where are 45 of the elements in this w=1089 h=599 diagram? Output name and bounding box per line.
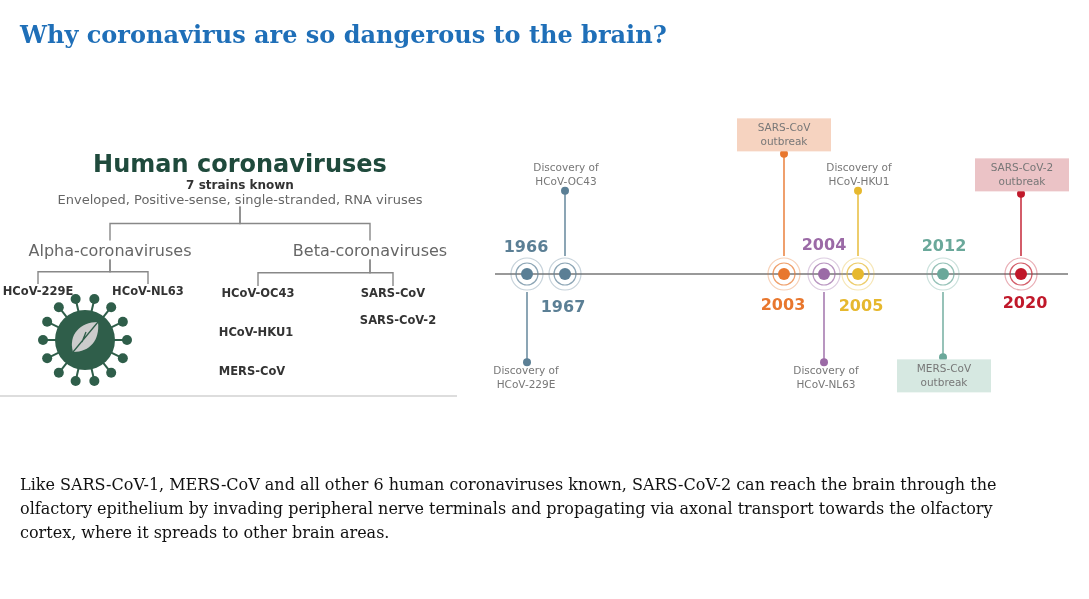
description-text: Enveloped, Positive-sense, single-stranded, RNA viruses bbox=[57, 191, 423, 207]
timeline-marker bbox=[547, 256, 583, 292]
timeline-marker bbox=[509, 256, 545, 292]
strain-label: SARS-CoV-2 bbox=[359, 313, 437, 327]
event-box: SARS-CoV-2 outbreak bbox=[975, 158, 1069, 192]
tree-connector bbox=[369, 258, 394, 287]
leader-line bbox=[561, 186, 569, 257]
timeline-marker bbox=[925, 256, 961, 292]
diagram-heading: Human coronaviruses bbox=[92, 149, 388, 178]
leader-line bbox=[820, 291, 828, 367]
leader-line bbox=[780, 149, 788, 257]
slide-title: Why coronavirus are so dangerous to the brain? bbox=[20, 20, 667, 49]
tree-connector bbox=[239, 205, 371, 242]
tree-connector bbox=[109, 258, 149, 285]
timeline-marker bbox=[1003, 256, 1039, 292]
timeline-marker bbox=[766, 256, 802, 292]
caption-text: Like SARS-CoV-1, MERS-CoV and all other 6 human coronaviruses known, SARS-CoV-2 can reach the brain through the olfactory epithelium by invading peripheral nerve terminals and propagating via axonal transport towards the olfactory cortex, where it spreads to other brain areas. bbox=[20, 474, 998, 544]
leader-line bbox=[523, 291, 531, 367]
year-label: 2005 bbox=[838, 295, 884, 315]
event-label: Discovery of HCoV-NL63 bbox=[786, 364, 866, 392]
subheading: 7 strains known bbox=[185, 177, 295, 192]
leader-line bbox=[854, 186, 862, 257]
strain-label: HCoV-NL63 bbox=[112, 284, 184, 298]
year-label: 2020 bbox=[1002, 292, 1048, 312]
year-label: 2004 bbox=[801, 234, 847, 254]
event-box: MERS-CoV outbreak bbox=[897, 359, 991, 393]
leader-line bbox=[939, 291, 947, 362]
strain-label: HCoV-HKU1 bbox=[218, 325, 294, 339]
event-box: SARS-CoV outbreak bbox=[737, 118, 831, 152]
strain-label: HCoV-229E bbox=[2, 284, 74, 298]
event-label: Discovery of HCoV-229E bbox=[486, 364, 566, 392]
strain-label: HCoV-OC43 bbox=[221, 286, 295, 300]
leader-line bbox=[1017, 189, 1025, 257]
year-label: 1967 bbox=[540, 296, 586, 316]
strain-label: MERS-CoV bbox=[218, 364, 286, 378]
event-label: Discovery of HCoV-OC43 bbox=[526, 161, 606, 189]
year-label: 2003 bbox=[760, 294, 806, 314]
strain-label: SARS-CoV bbox=[360, 286, 426, 300]
timeline-marker bbox=[840, 256, 876, 292]
timeline-marker bbox=[806, 256, 842, 292]
category-label: Alpha-coronaviruses bbox=[28, 240, 192, 260]
year-label: 1966 bbox=[503, 236, 549, 256]
category-label: Beta-coronaviruses bbox=[292, 240, 448, 260]
year-label: 2012 bbox=[921, 235, 967, 255]
event-label: Discovery of HCoV-HKU1 bbox=[819, 161, 899, 189]
